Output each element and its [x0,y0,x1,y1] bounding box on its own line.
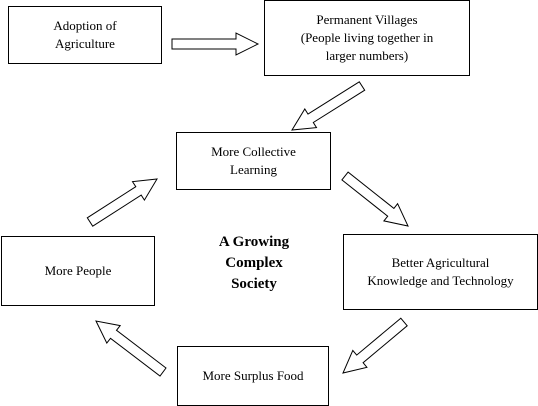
box-more-collective-learning: More Collective Learning [176,132,331,190]
arrow-adoption-to-villages [171,32,260,56]
center-title: A Growing Complex Society [218,234,290,292]
box-better-agricultural-knowledge: Better Agricultural Knowledge and Techno… [343,234,538,310]
arrow-learning-to-better [341,171,409,227]
arrow-people-to-learning [86,178,158,227]
box-adoption-of-agriculture: Adoption of Agriculture [8,6,162,64]
arrow-villages-to-learning [291,81,366,131]
arrow-surplus-to-people [95,320,167,377]
box-more-people: More People [1,236,155,306]
box-more-surplus-food: More Surplus Food [177,346,329,406]
box-permanent-villages: Permanent Villages (People living togeth… [264,0,470,76]
arrow-better-to-surplus [342,317,408,374]
